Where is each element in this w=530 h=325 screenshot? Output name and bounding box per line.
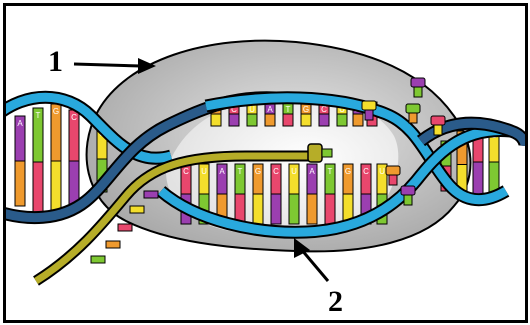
base-letter: A xyxy=(219,167,225,176)
base-letter: U xyxy=(249,105,255,114)
rna-nucleotide xyxy=(130,206,144,213)
rna-nucleotide xyxy=(106,241,120,248)
base-letter: G xyxy=(255,167,261,176)
base-letter: G xyxy=(53,107,59,116)
base-letter: G xyxy=(303,105,309,114)
base-letter: A xyxy=(309,167,315,176)
rna-nucleotide xyxy=(144,191,158,198)
base-pair-rung: C xyxy=(69,110,79,212)
base-pair-rung: T xyxy=(33,108,43,216)
base-pair-rung: U xyxy=(489,128,499,196)
base-letter: C xyxy=(363,167,369,176)
base-pair-rung: G xyxy=(343,164,353,224)
base-letter: C xyxy=(183,167,189,176)
diagram-frame: ATGCUTGCUGCUATGCUATCUATGCUATGCU xyxy=(3,3,528,323)
base-letter: U xyxy=(379,167,385,176)
base-letter: U xyxy=(291,167,297,176)
base-letter: T xyxy=(286,105,291,114)
base-letter: A xyxy=(267,105,273,114)
base-letter: T xyxy=(328,167,333,176)
label-2: 2 xyxy=(328,285,343,318)
base-letter: C xyxy=(71,113,77,122)
transcription-diagram: ATGCUTGCUGCUATGCUATCUATGCUATGCU xyxy=(6,6,525,320)
base-letter: T xyxy=(238,167,243,176)
base-pair-rung: G xyxy=(301,102,311,126)
base-letter: A xyxy=(17,119,23,128)
base-pair-rung: T xyxy=(283,102,293,126)
base-pair-rung: G xyxy=(51,104,61,218)
base-letter: G xyxy=(345,167,351,176)
base-letter: T xyxy=(36,111,41,120)
base-pair-rung: T xyxy=(325,164,335,224)
base-pair-rung: G xyxy=(253,164,263,224)
label-1: 1 xyxy=(48,45,63,78)
base-letter: U xyxy=(201,167,207,176)
rna-nucleotide xyxy=(91,256,105,263)
base-pair-rung: C xyxy=(271,164,281,224)
base-pair-rung: A xyxy=(15,116,25,206)
base-pair-rung: A xyxy=(307,164,317,224)
base-letter: C xyxy=(273,167,279,176)
base-pair-rung: T xyxy=(235,164,245,224)
base-pair-rung: U xyxy=(289,164,299,224)
base-pair-rung: A xyxy=(265,102,275,126)
rna-nucleotide xyxy=(118,224,132,231)
